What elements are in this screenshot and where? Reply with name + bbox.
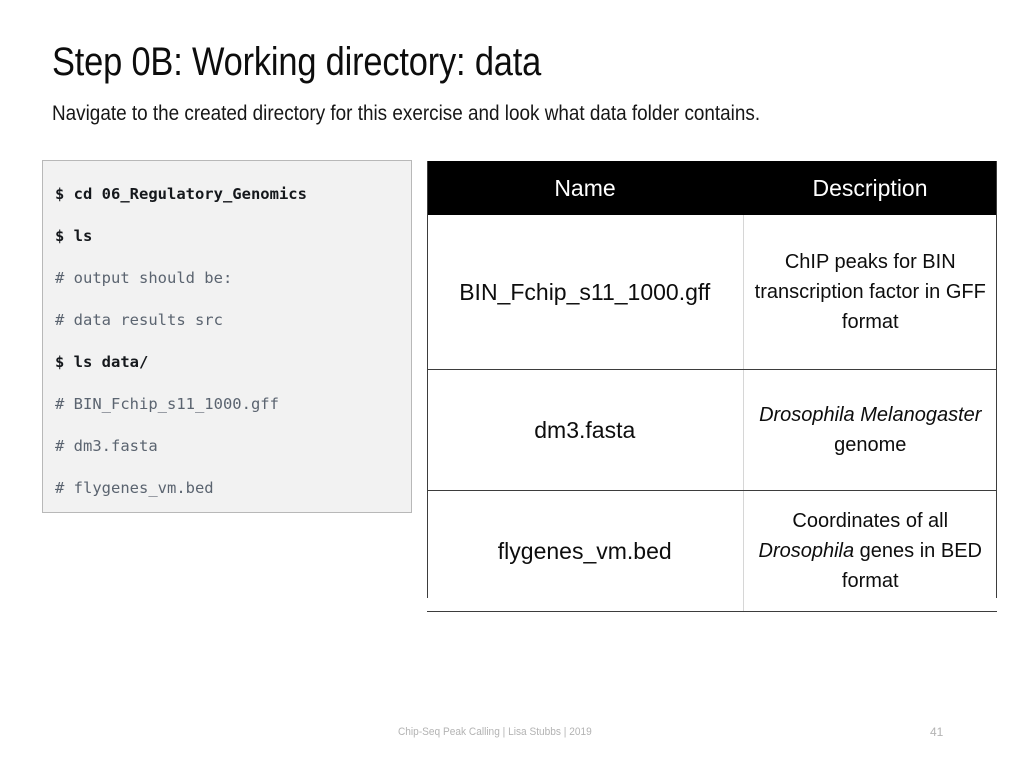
page-title: Step 0B: Working directory: data xyxy=(52,40,542,84)
table-header-row: Name Description xyxy=(427,161,997,215)
table-header: Name Description xyxy=(427,161,997,215)
terminal-code-block: $ cd 06_Regulatory_Genomics $ ls # outpu… xyxy=(42,160,412,513)
footer-page-number: 41 xyxy=(930,725,944,739)
description-text: ChIP peaks for BIN transcription factor … xyxy=(754,251,986,333)
code-line: # flygenes_vm.bed xyxy=(55,479,214,497)
description-text-post: genes in BED format xyxy=(841,540,982,592)
footer-credit: Chip-Seq Peak Calling | Lisa Stubbs | 20… xyxy=(398,726,592,738)
code-line: # data results src xyxy=(55,311,223,329)
description-species-italic: Drosophila Melanogaster xyxy=(759,404,982,426)
cell-file-name: dm3.fasta xyxy=(427,369,744,491)
cell-file-description: Drosophila Melanogaster genome xyxy=(743,369,997,491)
page-subtitle: Navigate to the created directory for th… xyxy=(52,102,761,125)
table-row: flygenes_vm.bed Coordinates of all Droso… xyxy=(427,490,997,612)
data-files-table: Name Description BIN_Fchip_s11_1000.gff … xyxy=(427,161,997,612)
column-header-description: Description xyxy=(743,161,997,215)
code-line: $ cd 06_Regulatory_Genomics xyxy=(55,185,307,203)
table-body: BIN_Fchip_s11_1000.gff ChIP peaks for BI… xyxy=(427,215,997,612)
column-header-name: Name xyxy=(427,161,743,215)
description-text-post: genome xyxy=(834,434,907,456)
cell-file-description: Coordinates of all Drosophila genes in B… xyxy=(743,490,997,612)
table-row: BIN_Fchip_s11_1000.gff ChIP peaks for BI… xyxy=(427,215,997,370)
code-line: $ ls data/ xyxy=(55,353,149,371)
code-line: $ ls xyxy=(55,227,93,245)
description-species-italic: Drosophila xyxy=(758,540,855,562)
code-line: # dm3.fasta xyxy=(55,437,158,455)
table-row: dm3.fasta Drosophila Melanogaster genome xyxy=(427,369,997,491)
description-text-pre: Coordinates of all xyxy=(792,510,949,532)
code-line: # output should be: xyxy=(55,269,233,287)
cell-file-name: BIN_Fchip_s11_1000.gff xyxy=(427,215,744,370)
cell-file-description: ChIP peaks for BIN transcription factor … xyxy=(743,215,997,370)
cell-file-name: flygenes_vm.bed xyxy=(427,490,744,612)
code-line: # BIN_Fchip_s11_1000.gff xyxy=(55,395,279,413)
